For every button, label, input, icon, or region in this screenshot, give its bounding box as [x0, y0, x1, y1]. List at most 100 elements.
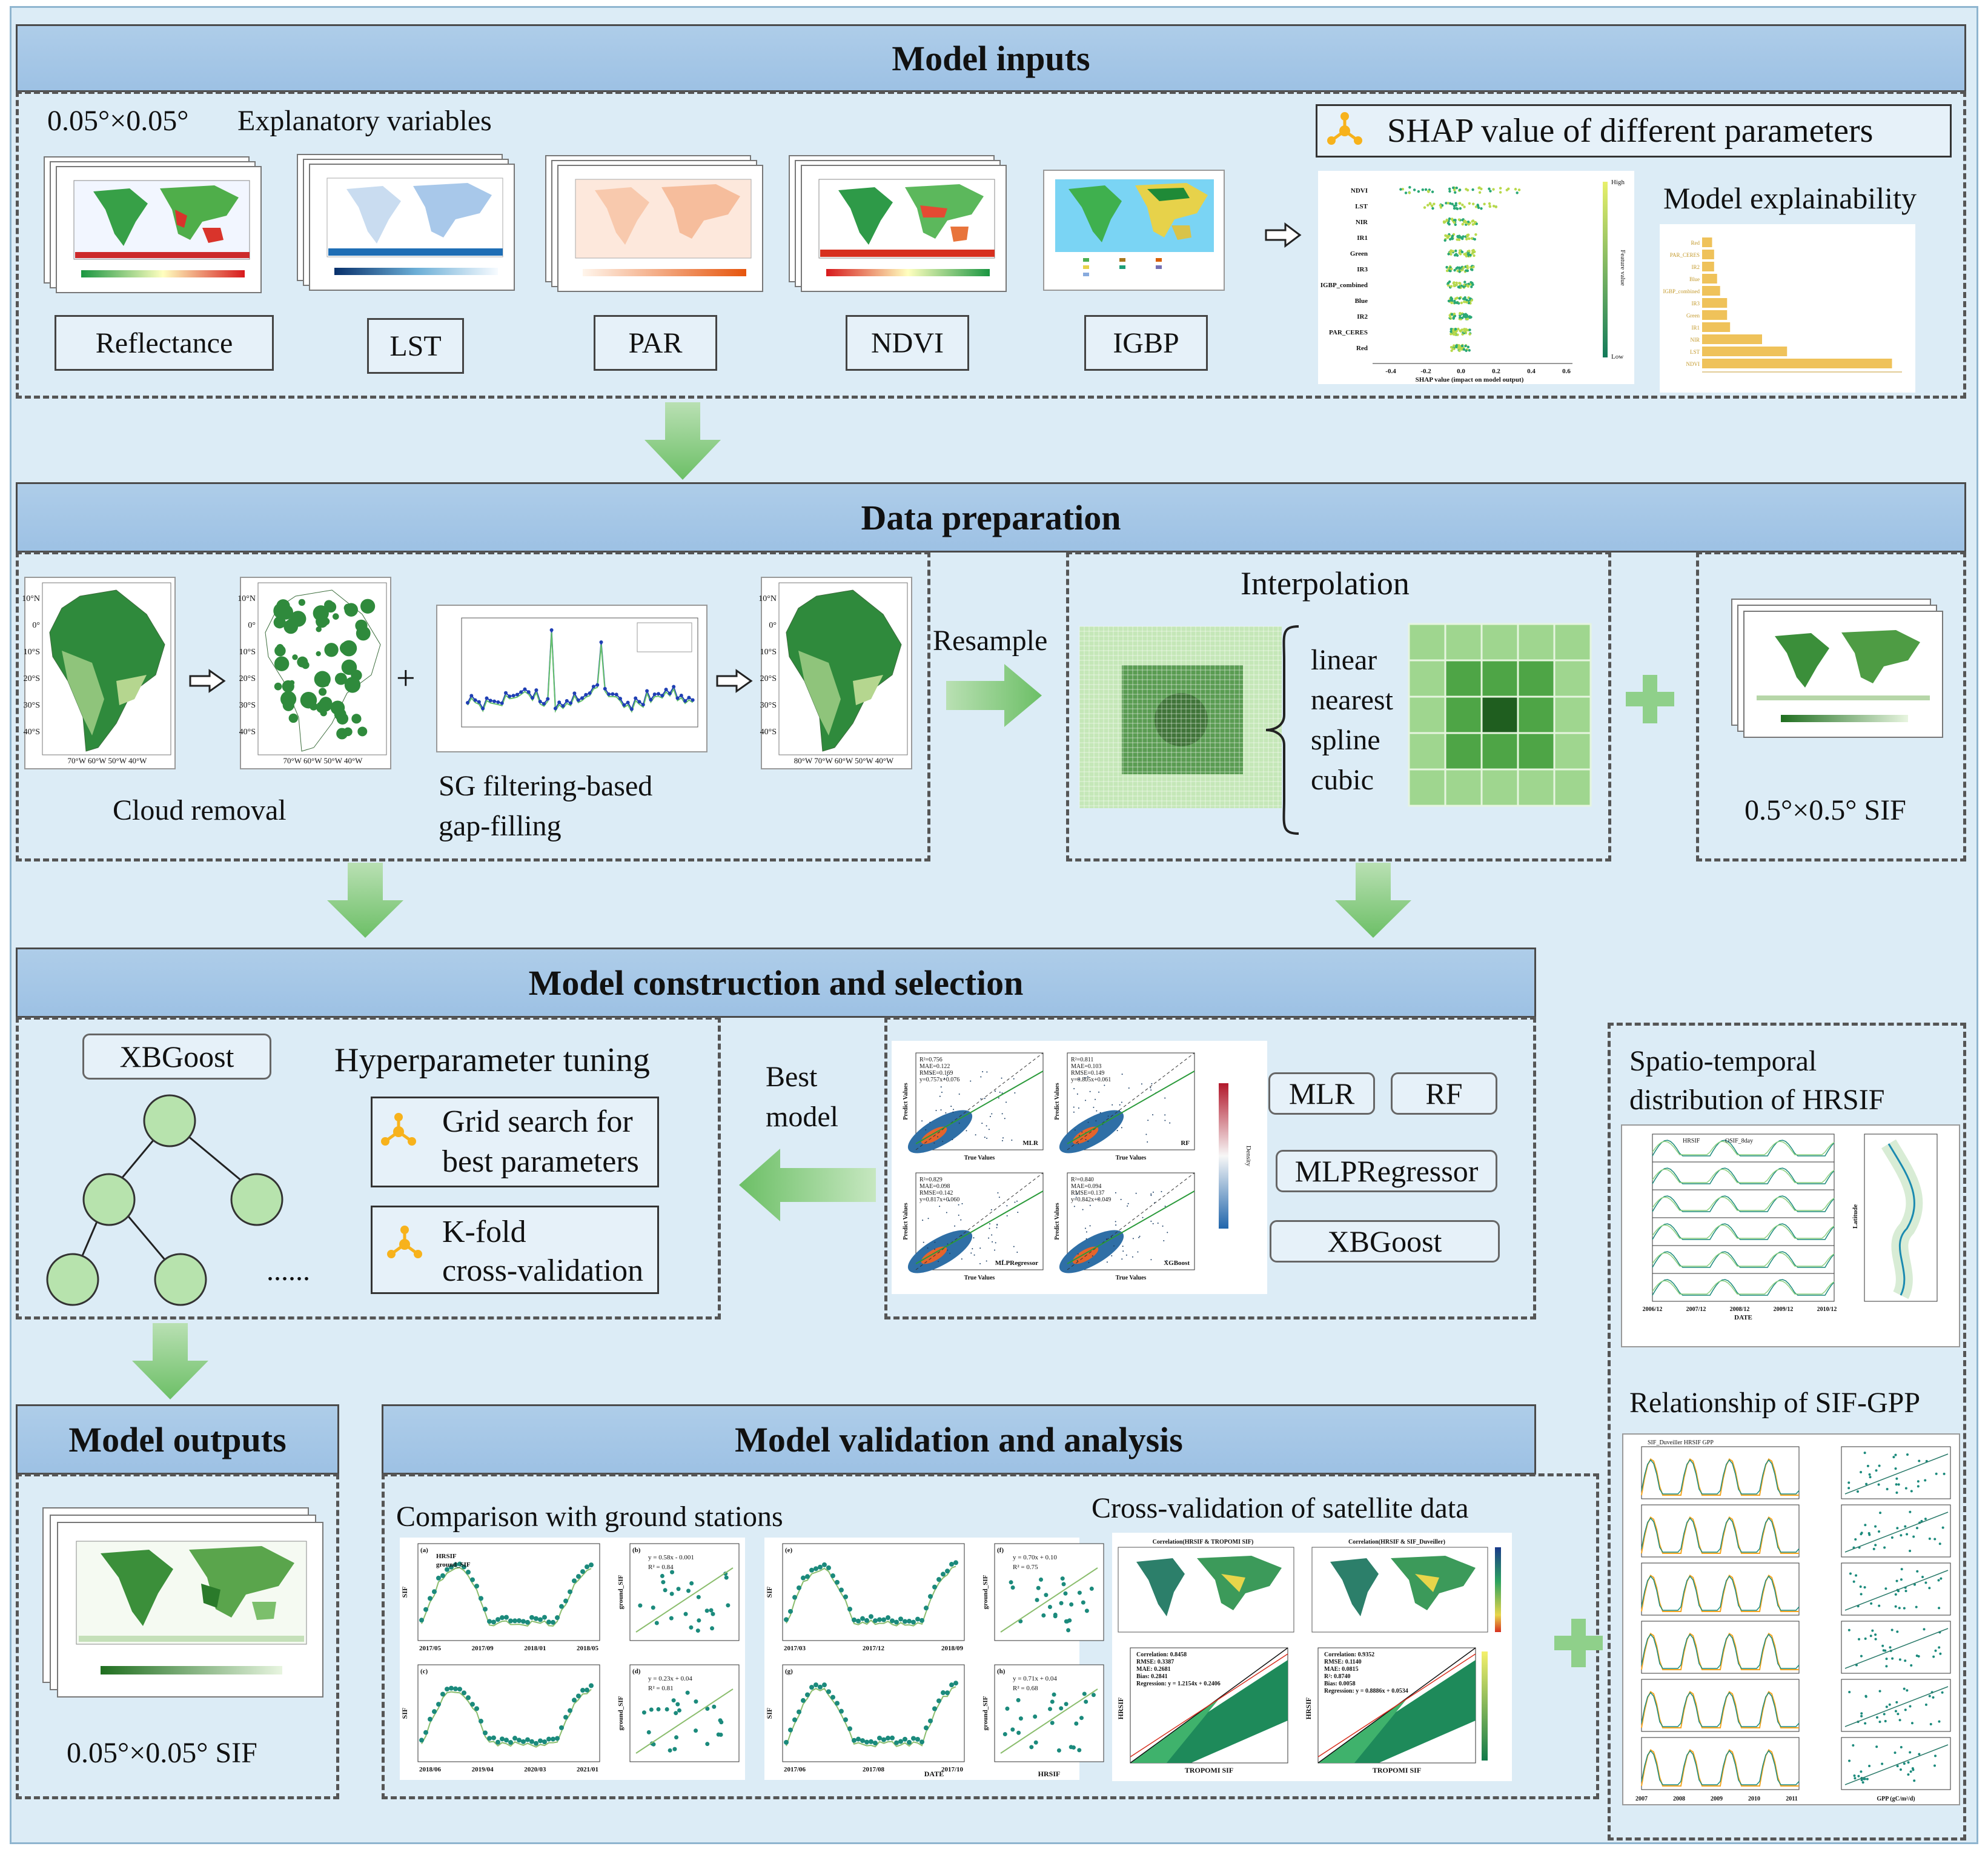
scatter-point — [958, 1094, 960, 1095]
regression-point — [671, 1698, 676, 1703]
regression-point — [705, 1742, 710, 1747]
cloud-free-patch — [343, 603, 353, 612]
scatter-point — [988, 1129, 990, 1130]
regression-point — [1074, 1721, 1079, 1726]
shap-point — [1453, 268, 1456, 272]
cloud-free-patch — [313, 605, 329, 622]
hrsif-point — [818, 1564, 823, 1570]
gpp-scatter-point — [1855, 1574, 1858, 1577]
gpp-scatter-row — [1841, 1737, 1951, 1790]
gpp-scatter-point — [1848, 1691, 1851, 1694]
map-lat-tick: 40°S — [24, 728, 40, 737]
hrsif-point — [423, 1607, 428, 1612]
sg-filtered-line — [467, 632, 694, 713]
outline-arrow-icon — [716, 669, 753, 693]
gpp-year-tick: 2008 — [1673, 1796, 1685, 1802]
scatter-point — [923, 1241, 924, 1243]
scatter-point — [1002, 1137, 1004, 1139]
shap-point — [1480, 207, 1483, 210]
legend-osif: OSIF_8day — [1725, 1138, 1753, 1144]
gpp-fit-line — [1844, 1512, 1949, 1553]
gpp-scatter-point — [1864, 1524, 1867, 1527]
sif-line — [1641, 1517, 1800, 1553]
scatter-stat: RMSE=0.149 — [1071, 1070, 1104, 1077]
regression-point — [1079, 1716, 1084, 1721]
gpp-scatter-point — [1904, 1487, 1907, 1490]
regression-point — [675, 1702, 680, 1707]
gpp-scatter-point — [1895, 1491, 1898, 1494]
shap-point — [1499, 187, 1502, 190]
hrsif-point — [869, 1614, 873, 1619]
scatter-point — [1113, 1245, 1115, 1247]
hrsif-point — [873, 1618, 878, 1624]
coarse-grid-cell — [1408, 732, 1446, 771]
scatter-xlabel: True Values — [1116, 1275, 1147, 1281]
importance-bar — [1702, 298, 1728, 308]
hrsif-line — [1652, 1223, 1835, 1240]
shap-point — [1453, 312, 1456, 316]
gpp-scatter-point — [1903, 1607, 1906, 1610]
scatter-point — [927, 1218, 929, 1220]
cloud-free-patch — [288, 713, 299, 723]
hrsif-point — [436, 1575, 441, 1581]
hrsif-point — [801, 1698, 806, 1703]
hrsif-point — [792, 1595, 797, 1600]
sif-axis-label: SIF — [400, 1587, 409, 1598]
scatter-point — [1006, 1101, 1007, 1103]
shap-point — [1448, 187, 1451, 191]
scatter-stat: R²=0.756 — [919, 1057, 943, 1063]
shap-point — [1465, 221, 1468, 225]
hrsif-point — [830, 1573, 835, 1579]
shap-point — [1453, 284, 1456, 288]
date-tick: 2018/09 — [941, 1645, 964, 1652]
regression-point — [696, 1595, 701, 1599]
grid-search-line1: Grid search for — [442, 1104, 633, 1139]
shap-point — [1459, 253, 1462, 256]
gpp-scatter-point — [1894, 1453, 1897, 1456]
scatter-point — [1082, 1209, 1084, 1210]
scatter-density-core — [1072, 1246, 1099, 1264]
shap-point — [1454, 202, 1458, 205]
shap-feature-label: Green — [1350, 250, 1368, 257]
shap-title-box — [1316, 104, 1952, 158]
hrsif-point — [835, 1701, 840, 1706]
shap-point — [1462, 285, 1465, 288]
shap-point — [1455, 281, 1458, 285]
shap-point — [1459, 207, 1462, 210]
hrsif-point — [470, 1577, 475, 1582]
scatter-point — [1089, 1090, 1091, 1092]
hrsif-point — [932, 1584, 937, 1590]
date-tick: 2017/06 — [784, 1766, 806, 1773]
map-lat-tick: 20°S — [760, 674, 777, 683]
scatter-point — [1098, 1198, 1099, 1200]
coarse-grid-cell — [1408, 695, 1446, 734]
hrsif-point — [945, 1568, 950, 1574]
correlation-stat: Regression: y = 0.8886x + 0.0534 — [1324, 1688, 1408, 1694]
shap-point — [1464, 344, 1467, 348]
scatter-stat: MAE=0.122 — [919, 1063, 950, 1070]
scatter-point — [984, 1137, 986, 1138]
shap-point — [1447, 299, 1451, 303]
scatter-point — [973, 1237, 975, 1239]
shap-point — [1461, 237, 1464, 241]
importance-bar — [1702, 347, 1788, 356]
gpp-scatter-point — [1909, 1751, 1912, 1754]
shap-point — [1469, 253, 1472, 257]
outline-arrow-icon — [1265, 222, 1302, 248]
cloud-free-patch — [282, 699, 294, 711]
shap-point — [1458, 188, 1462, 191]
scatter-point — [1084, 1077, 1085, 1079]
coarse-grid-cell — [1553, 659, 1592, 698]
scatter-point — [1085, 1231, 1087, 1233]
cloud-free-patch — [330, 700, 345, 715]
shap-point — [1404, 191, 1408, 194]
regression-point — [1041, 1613, 1046, 1618]
shap-point — [1450, 330, 1453, 333]
regression-point — [695, 1628, 700, 1633]
hrsif-point — [813, 1566, 818, 1572]
sg-point — [672, 685, 676, 689]
scatter-point — [1001, 1077, 1002, 1079]
gpp-scatter-point — [1874, 1633, 1877, 1636]
